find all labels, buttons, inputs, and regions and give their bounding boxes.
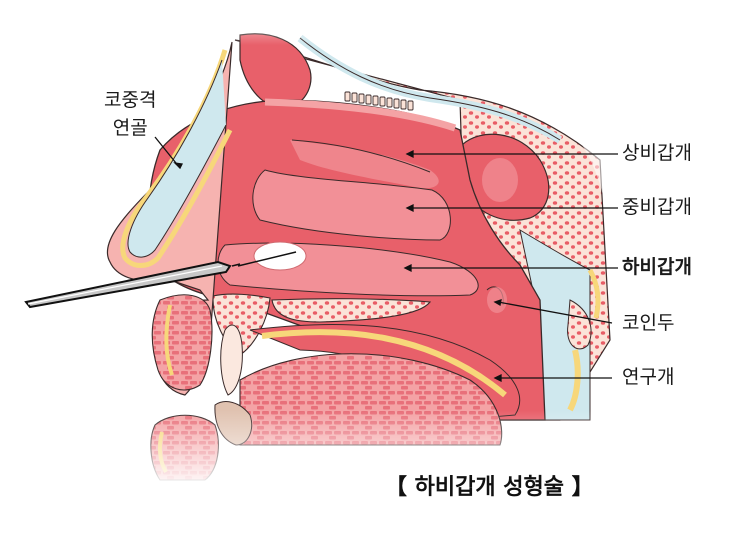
label-middle-turbinate: 중비갑개: [622, 196, 692, 218]
eustachian-torus: [486, 286, 507, 313]
upper-lip: [151, 294, 213, 391]
label-septal-cartilage-line2: 연골: [112, 117, 148, 139]
inferior-turbinate: [217, 241, 479, 297]
label-superior-turbinate: 상비갑개: [622, 142, 692, 164]
superior-turbinate: [290, 139, 439, 189]
label-septal-cartilage: 코중격 연골: [104, 86, 156, 142]
label-adenoid: 코인두: [622, 312, 675, 334]
posterior-pharyngeal-wall: [567, 268, 601, 412]
cribriform-plate: [344, 91, 414, 111]
leader-lines: [154, 136, 618, 383]
nasal-bone-surface: [297, 34, 563, 144]
label-septal-cartilage-line1: 코중격: [104, 89, 157, 111]
label-soft-palate: 연구개: [622, 366, 675, 388]
label-inferior-turbinate: 하비갑개: [622, 256, 692, 278]
figure-caption: 【 하비갑개 성형술 】: [385, 475, 594, 500]
surgical-probe: [24, 260, 241, 309]
middle-turbinate: [252, 169, 451, 241]
